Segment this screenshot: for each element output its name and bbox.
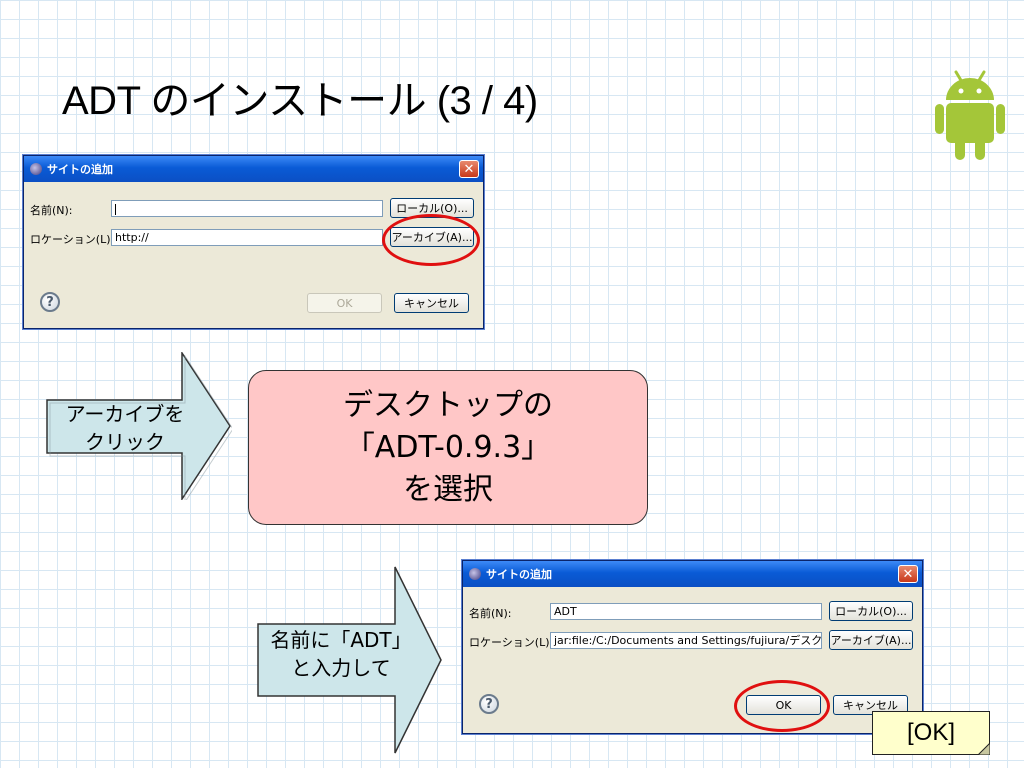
- dialog-title: サイトの追加: [47, 163, 113, 176]
- arrow-callout-name-text: 名前に「ADT」 と入力して: [258, 626, 424, 682]
- add-site-dialog-bottom: サイトの追加 ✕ 名前(N): ADT ローカル(O)... ロケーション(L)…: [462, 560, 923, 734]
- location-input[interactable]: jar:file:/C:/Documents and Settings/fuji…: [550, 632, 822, 649]
- arrow-callout-archive-text: アーカイブを クリック: [50, 400, 200, 456]
- help-icon[interactable]: ?: [40, 292, 60, 312]
- dialog-titlebar[interactable]: サイトの追加 ✕: [24, 156, 483, 182]
- ok-button[interactable]: OK: [307, 293, 382, 313]
- location-input[interactable]: http://: [111, 229, 383, 246]
- help-icon[interactable]: ?: [479, 694, 499, 714]
- archive-button-highlight: [382, 214, 480, 266]
- instruction-line1: デスクトップの: [343, 388, 553, 423]
- instruction-line3: を選択: [403, 472, 493, 507]
- name-callout-line2: と入力して: [291, 656, 391, 680]
- name-input[interactable]: ADT: [550, 603, 822, 620]
- archive-callout-line1: アーカイブを: [65, 402, 185, 426]
- name-label: 名前(N):: [30, 204, 73, 217]
- arrow-callout-archive: [46, 352, 232, 500]
- close-icon[interactable]: ✕: [459, 160, 479, 178]
- cancel-button[interactable]: キャンセル: [394, 293, 469, 313]
- local-button[interactable]: ローカル(O)...: [829, 601, 913, 621]
- note-fold-icon: [978, 743, 990, 755]
- dialog-title: サイトの追加: [486, 568, 552, 581]
- instruction-line2: 「ADT-0.9.3」: [344, 430, 552, 465]
- android-logo-icon: [935, 70, 1005, 160]
- local-button[interactable]: ローカル(O)...: [390, 198, 474, 218]
- name-label: 名前(N):: [469, 607, 512, 620]
- archive-callout-line2: クリック: [85, 430, 165, 454]
- slide-title: ADT のインストール (3 / 4): [62, 79, 538, 123]
- close-icon[interactable]: ✕: [898, 565, 918, 583]
- ok-button-highlight: [734, 680, 830, 732]
- name-callout-line1: 名前に「ADT」: [270, 628, 412, 652]
- arrow-callout-name: [257, 566, 442, 754]
- archive-button[interactable]: アーカイブ(A)...: [829, 630, 913, 650]
- eclipse-icon: [469, 568, 481, 580]
- instruction-box: デスクトップの 「ADT-0.9.3」 を選択: [248, 370, 648, 525]
- name-input[interactable]: [111, 200, 383, 217]
- eclipse-icon: [30, 163, 42, 175]
- dialog-titlebar[interactable]: サイトの追加 ✕: [463, 561, 922, 587]
- location-label: ロケーション(L):: [469, 636, 554, 649]
- ok-note: [OK]: [872, 711, 990, 755]
- location-label: ロケーション(L):: [30, 233, 115, 246]
- text-cursor: [115, 203, 116, 215]
- cancel-button[interactable]: キャンセル: [833, 695, 908, 715]
